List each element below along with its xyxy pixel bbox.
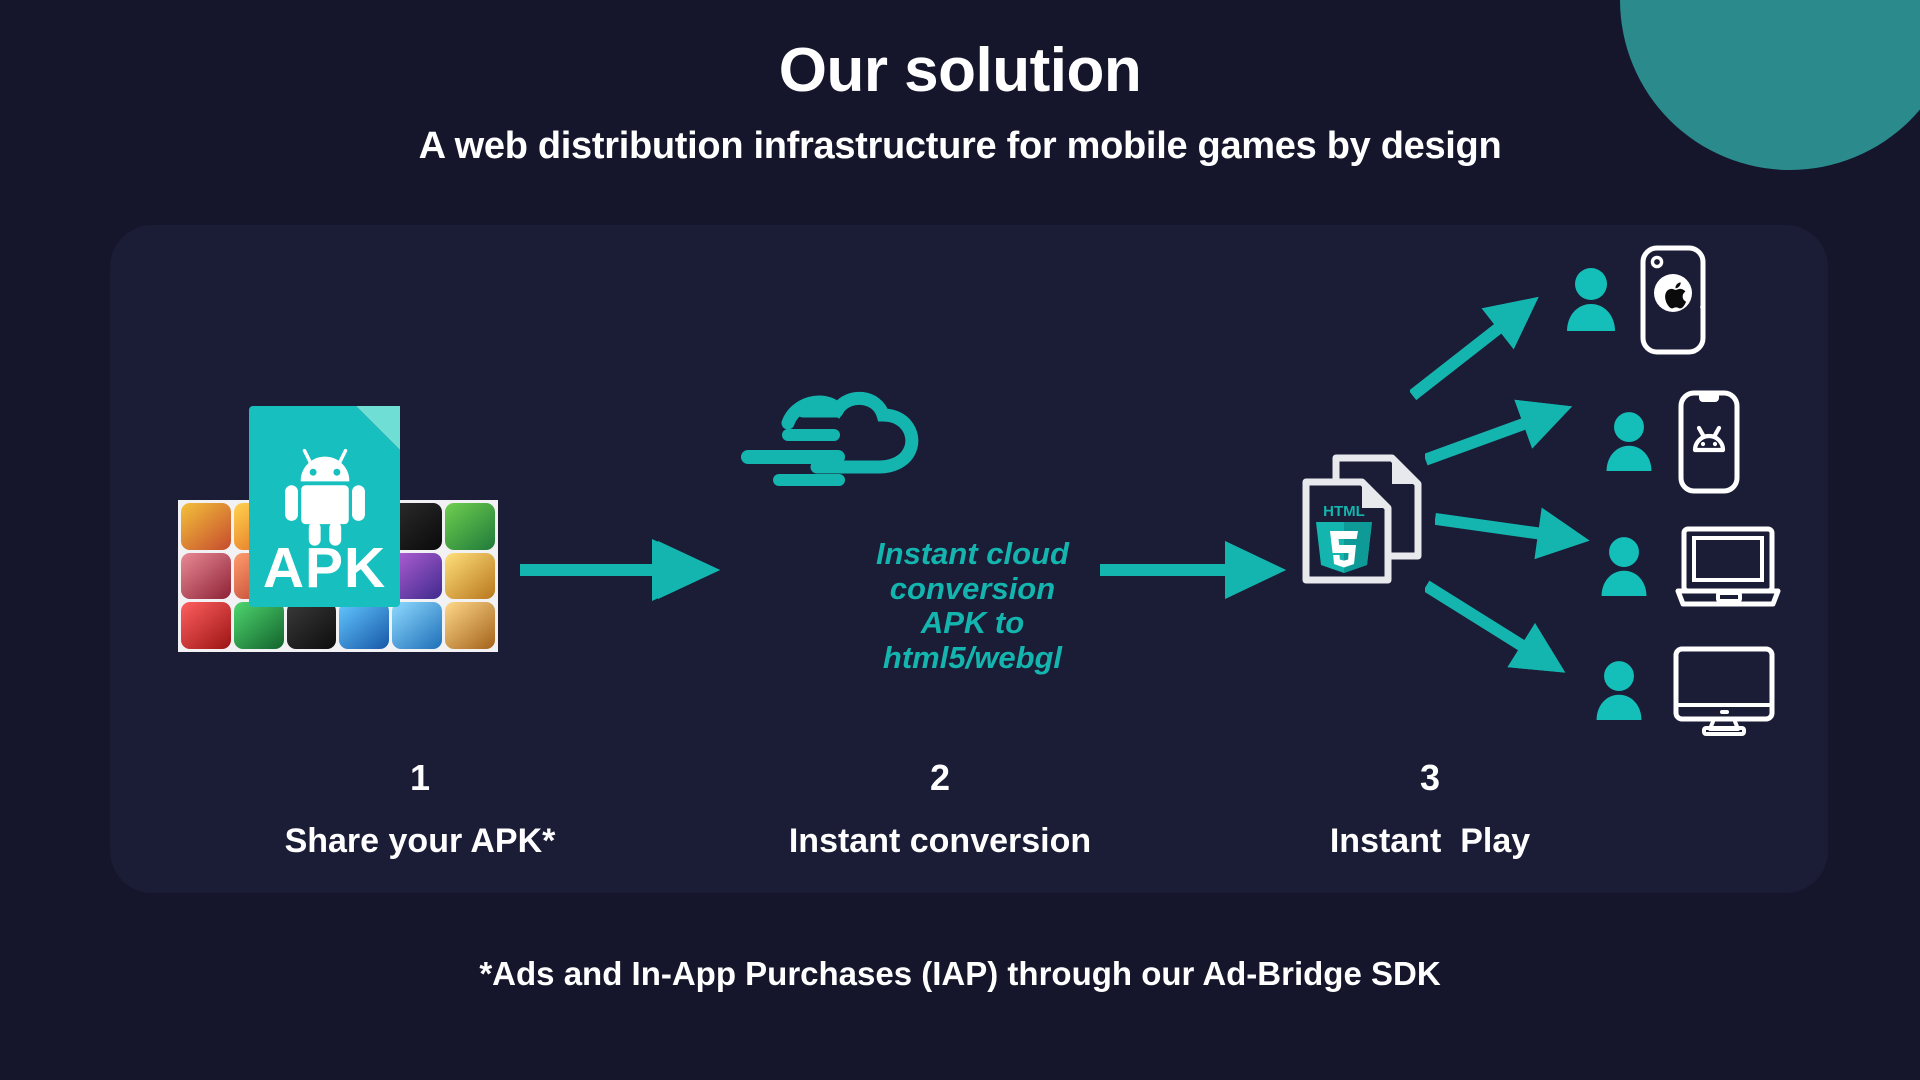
footnote: *Ads and In-App Purchases (IAP) through … <box>479 955 1441 992</box>
cloud-caption-line-2: conversion <box>889 570 1056 606</box>
step-2: 2 Instant conversion <box>740 760 1140 861</box>
user-icon <box>1567 268 1615 331</box>
fast-cloud-icon <box>725 385 945 510</box>
user-icon <box>1606 412 1652 471</box>
user-icon <box>1596 661 1642 720</box>
arrow-to-android-phone <box>1425 399 1573 466</box>
game-tile <box>445 602 495 649</box>
game-tile <box>181 602 231 649</box>
step-1-label: Share your APK* <box>284 822 556 860</box>
audience-row-android <box>1600 390 1740 494</box>
game-tile <box>233 602 284 649</box>
cloud-caption-line-4: html5/webgl <box>882 640 1063 676</box>
arrow-to-iphone <box>1410 296 1539 400</box>
apple-iphone-icon <box>1640 245 1706 355</box>
html-badge-text: HTML <box>1323 503 1365 520</box>
step-2-number: 2 <box>929 757 951 798</box>
apk-fold-corner <box>356 406 400 450</box>
arrow-to-desktop <box>1425 580 1566 673</box>
step-labels: 1 Share your APK* 2 Instant conversion 3… <box>110 760 1828 880</box>
step-3-number: 3 <box>1419 757 1441 798</box>
html5-shield-badge <box>1316 522 1372 573</box>
arrow-step2-to-step3 <box>1100 541 1286 599</box>
user-icon <box>1601 537 1647 596</box>
android-phone-icon <box>1678 390 1740 494</box>
step-2-label: Instant conversion <box>788 822 1092 860</box>
desktop-monitor-icon <box>1673 646 1775 736</box>
page-title: Our solution <box>778 36 1142 105</box>
cloud-caption-line-3: APK to <box>920 605 1025 641</box>
page-subtitle: A web distribution infrastructure for mo… <box>418 125 1502 168</box>
audience-row-desktop <box>1590 645 1776 737</box>
apk-file-icon: APK <box>249 406 400 607</box>
game-tile <box>286 602 337 649</box>
arrow-to-laptop <box>1435 507 1590 560</box>
game-tile <box>445 552 495 600</box>
game-tile <box>181 503 231 550</box>
game-tile <box>445 503 495 550</box>
game-tile <box>392 602 443 649</box>
step-3-label: Instant Play <box>1329 822 1531 860</box>
html5-output-icon: HTML <box>1292 452 1432 592</box>
audience-row-iphone <box>1560 245 1706 355</box>
game-tile <box>392 503 443 550</box>
apk-label: APK <box>262 536 387 600</box>
audience-row-laptop <box>1595 525 1781 609</box>
document-back-fold <box>1392 458 1418 484</box>
step-3: 3 Instant Play <box>1230 760 1630 861</box>
game-tile <box>181 552 231 600</box>
step-1: 1 Share your APK* <box>240 760 600 861</box>
android-robot-icon <box>284 448 365 546</box>
game-tile <box>339 602 390 649</box>
arrow-step1-to-step2 <box>520 539 720 601</box>
game-tile <box>392 552 443 600</box>
slide-header: Our solution A web distribution infrastr… <box>0 38 1920 168</box>
document-front-fold <box>1362 482 1388 508</box>
laptop-icon <box>1675 526 1781 607</box>
cloud-conversion-caption: Instant cloud conversion APK to html5/we… <box>820 536 1125 676</box>
cloud-caption-line-1: Instant cloud <box>876 536 1069 571</box>
step-1-number: 1 <box>409 757 431 798</box>
